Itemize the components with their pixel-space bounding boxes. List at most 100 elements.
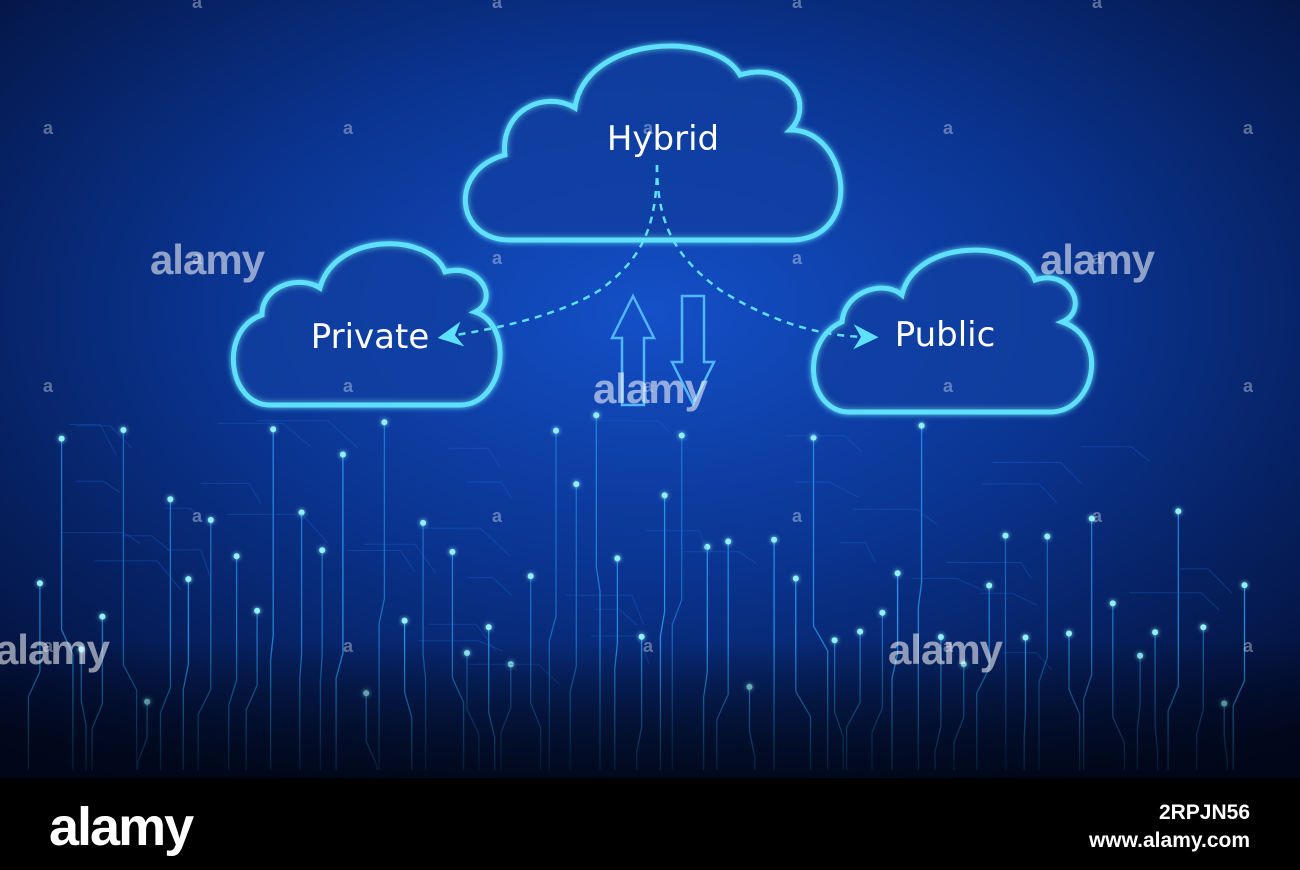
circuit-node — [120, 427, 127, 433]
circuit-node — [704, 543, 711, 550]
circuit-node — [185, 576, 192, 583]
circuit-node — [937, 634, 944, 640]
circuit-node — [1022, 634, 1029, 641]
circuit-node — [1241, 582, 1248, 589]
footer-image-id: 2RPJN56 — [1159, 801, 1250, 824]
circuit-background-trace — [227, 513, 328, 544]
private-label: Private — [311, 317, 430, 357]
watermark-mark: a — [1243, 118, 1254, 138]
circuit-node — [986, 582, 993, 589]
circuit-node — [1109, 600, 1116, 607]
circuit-node — [167, 496, 174, 503]
circuit-node — [298, 509, 305, 516]
circuit-background-trace — [420, 527, 510, 556]
circuit-node — [207, 517, 214, 523]
circuit-node — [573, 481, 580, 488]
circuit-node — [99, 613, 106, 620]
circuit-node — [485, 624, 492, 631]
circuit-node — [857, 628, 864, 635]
circuit-background-trace — [76, 425, 132, 449]
circuit-background-trace — [1129, 592, 1220, 611]
hybrid-cloud-shape — [463, 43, 844, 243]
circuit-background-trace — [786, 435, 862, 453]
circuit-node — [638, 633, 645, 640]
circuit-background-trace — [60, 532, 141, 544]
circuit-node — [527, 573, 534, 580]
circuit-node — [614, 555, 621, 562]
circuit-node — [771, 536, 778, 543]
watermark: alamy — [150, 236, 266, 283]
circuit-node — [661, 492, 668, 499]
watermark-mark: a — [1243, 636, 1254, 656]
watermark: alamy — [888, 626, 1004, 673]
watermark-mark: a — [192, 506, 203, 526]
circuit-background-trace — [946, 562, 1032, 579]
circuit-background-trace — [1081, 446, 1151, 462]
circuit-node — [678, 432, 685, 439]
circuit-node — [1152, 629, 1159, 636]
public-cloud-shape — [811, 247, 1095, 415]
circuit-background-trace — [217, 422, 311, 447]
circuit-node — [918, 422, 925, 429]
circuit-node — [1044, 533, 1051, 540]
public-cloud — [811, 247, 1095, 415]
hybrid-cloud — [463, 43, 844, 243]
circuit-background-trace — [982, 483, 1058, 504]
circuit-background-trace — [94, 560, 182, 591]
circuit-background-trace — [165, 507, 204, 522]
circuit-node — [233, 553, 240, 560]
circuit-background-trace — [363, 543, 437, 574]
circuit-node — [36, 580, 43, 587]
circuit-background-trace — [980, 592, 1038, 606]
circuit-background-trace — [566, 594, 645, 625]
public-label: Public — [895, 315, 996, 355]
watermark-mark: a — [643, 118, 654, 138]
circuit-background-trace — [1179, 568, 1233, 594]
circuit-node — [1175, 508, 1182, 515]
circuit-node — [319, 547, 326, 554]
circuit-node — [420, 519, 427, 526]
connector-hybrid-to-public — [655, 164, 879, 350]
watermark-mark: a — [492, 506, 503, 526]
watermark-mark: a — [1092, 248, 1103, 268]
watermark-mark: a — [792, 0, 803, 12]
circuit-node — [401, 617, 408, 624]
watermark-mark: a — [1243, 376, 1254, 396]
watermark: alamy — [1040, 236, 1156, 283]
footer-logo: alamy — [49, 797, 194, 857]
watermark-mark: a — [792, 248, 803, 268]
watermark-mark: a — [43, 118, 54, 138]
circuit-background-trace — [852, 508, 937, 525]
watermark-mark: a — [643, 636, 654, 656]
watermark-mark: a — [1092, 506, 1103, 526]
watermark-mark: a — [43, 376, 54, 396]
watermark-mark: a — [792, 506, 803, 526]
circuit-background-trace — [601, 420, 671, 434]
circuit-node — [879, 609, 886, 616]
circuit-node — [1088, 515, 1095, 522]
watermarks: alamy alamy alamy alamy alamy — [0, 236, 1157, 673]
circuit-background-trace — [595, 608, 638, 626]
watermark-mark: a — [343, 376, 354, 396]
private-cloud — [230, 241, 503, 408]
watermark-mark: a — [192, 0, 203, 12]
circuit-background-trace — [646, 530, 711, 557]
watermark-mark: a — [343, 636, 354, 656]
circuit-background-trace — [682, 551, 757, 564]
circuit-node — [58, 435, 65, 442]
watermark-mark: a — [643, 376, 654, 396]
circuit-background-trace — [257, 420, 359, 449]
circuit-node — [449, 548, 456, 555]
watermark-mark: a — [192, 248, 203, 268]
circuit-node — [792, 575, 799, 582]
circuit-background-trace — [200, 482, 262, 504]
circuit-background-trace — [122, 535, 172, 553]
watermark-mark: a — [1092, 0, 1103, 12]
watermark: alamy — [0, 626, 111, 673]
circuit-background-trace — [839, 542, 876, 563]
circuit-node — [894, 570, 901, 577]
circuit-background-trace — [466, 481, 513, 500]
circuit-background-trace — [166, 549, 212, 580]
circuit-background-trace — [467, 577, 512, 596]
